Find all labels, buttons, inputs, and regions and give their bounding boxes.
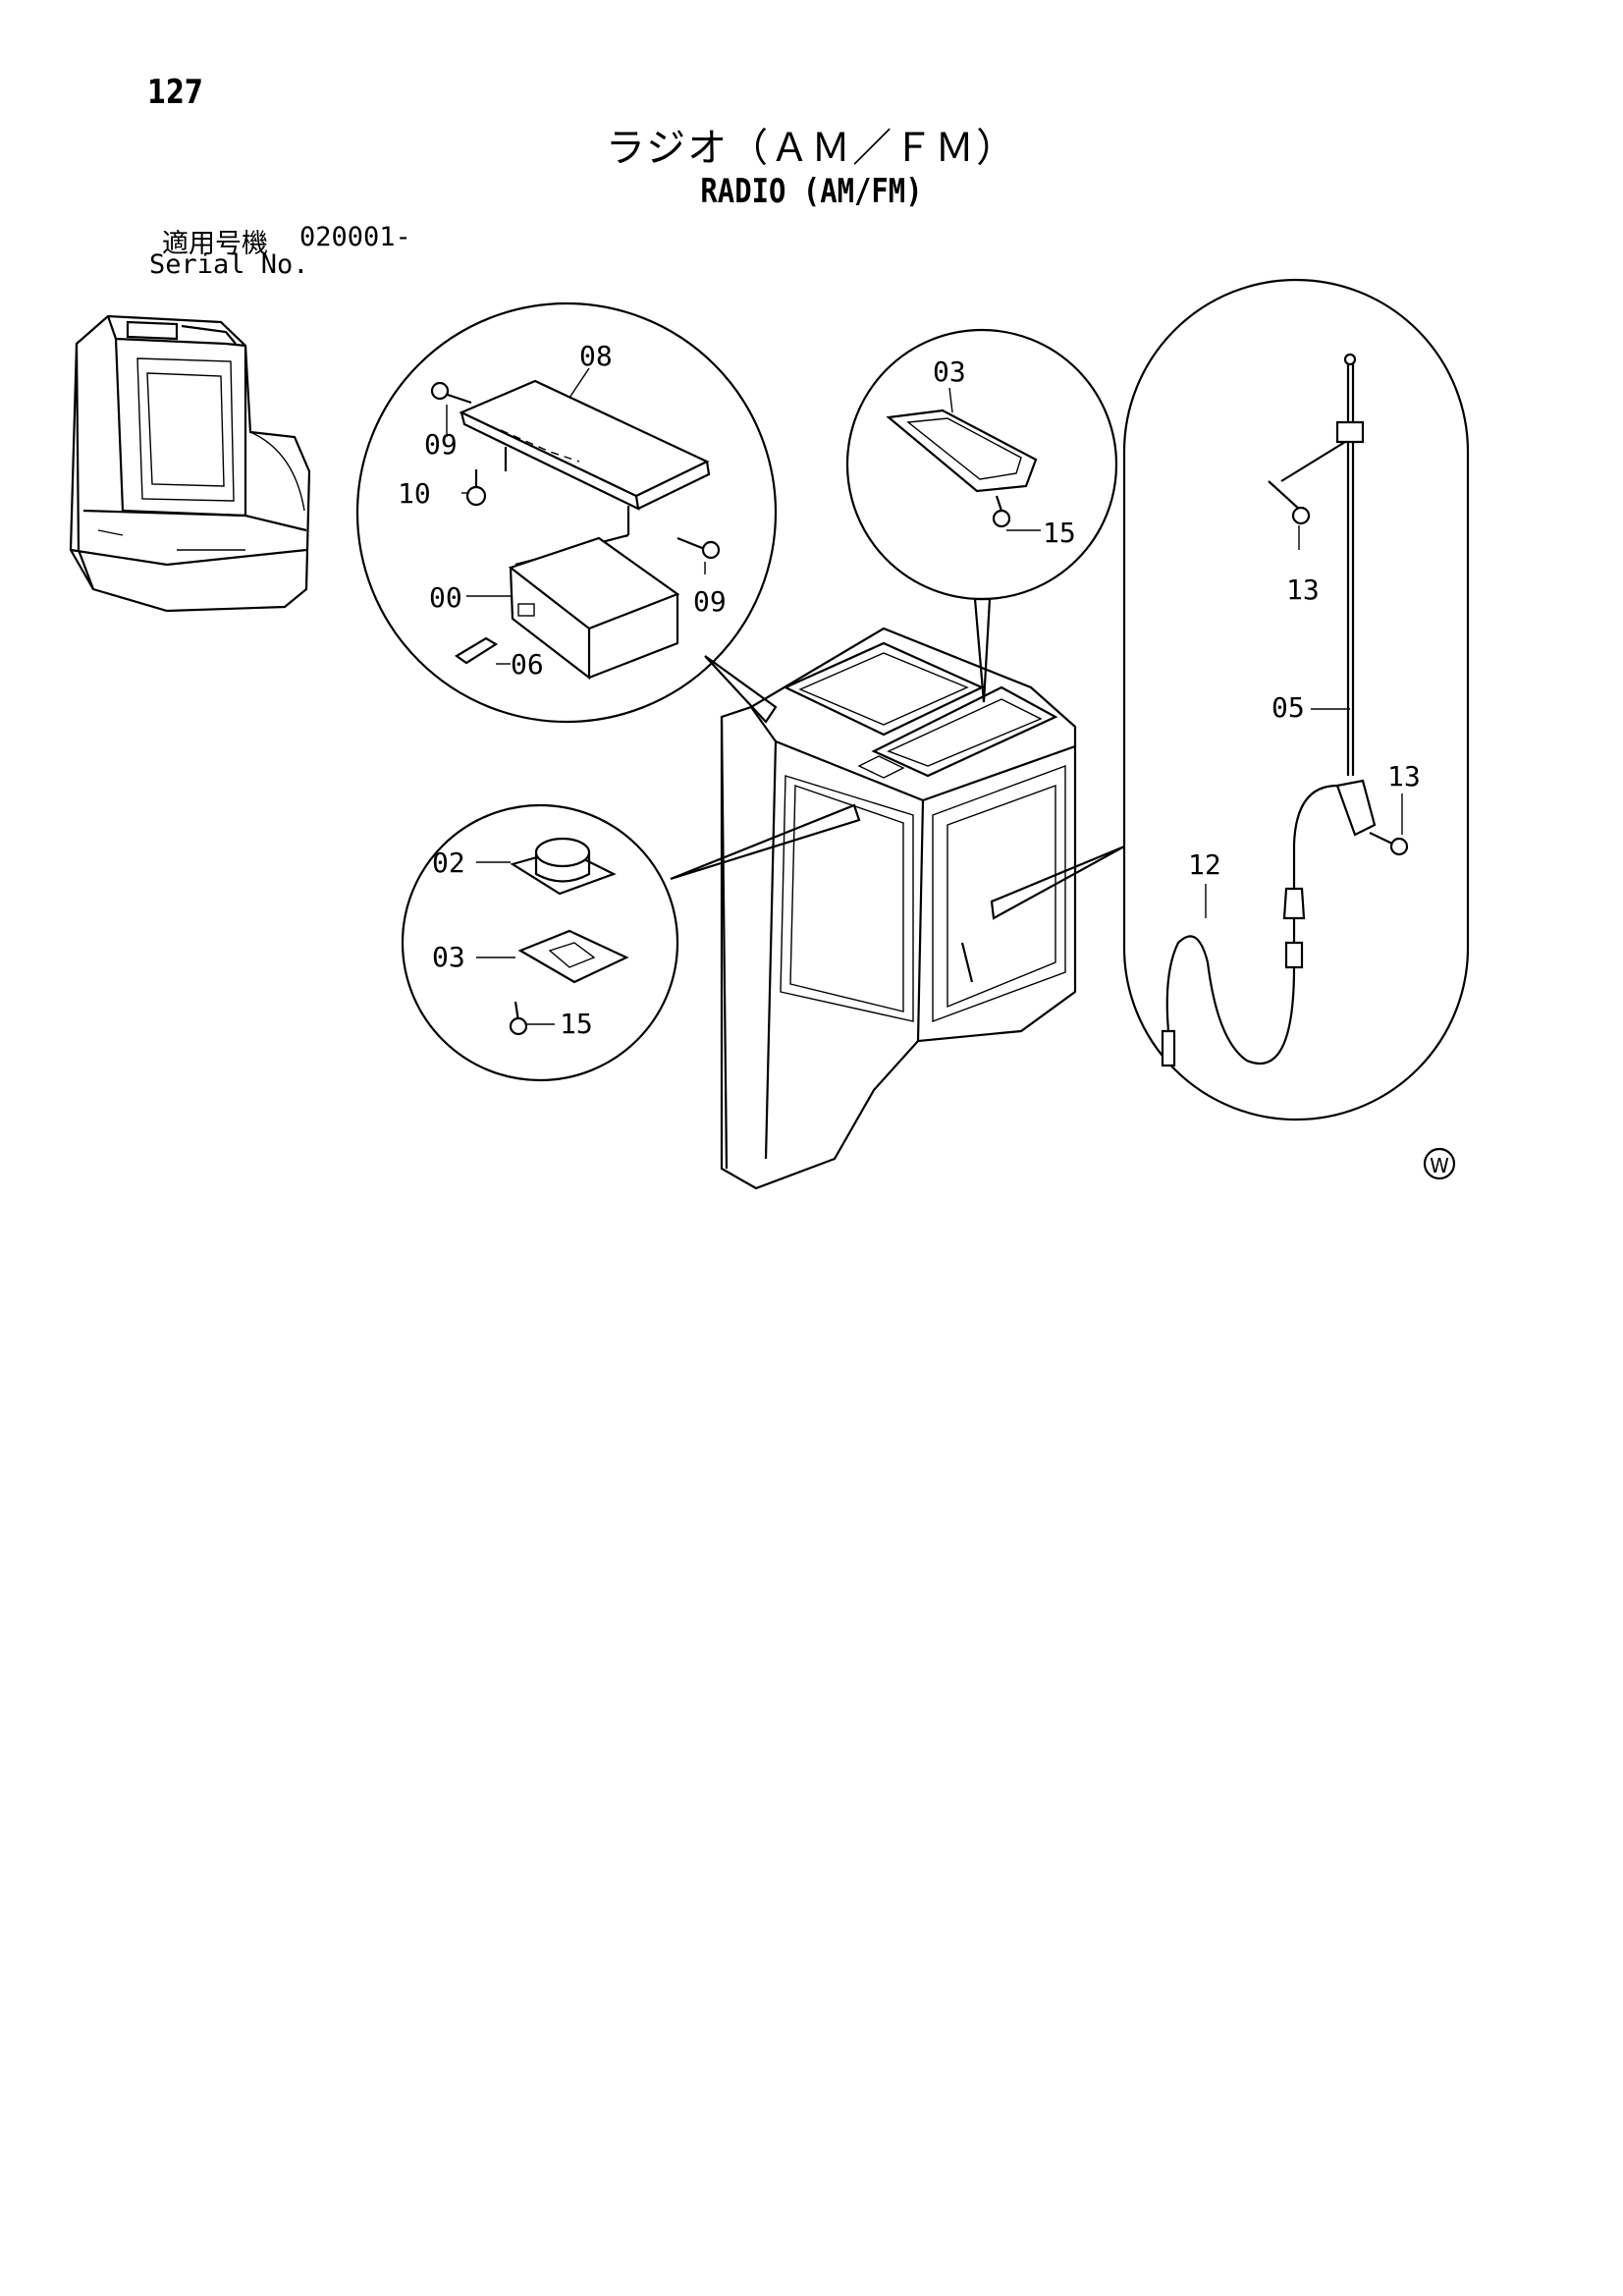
connector-radio bbox=[704, 655, 778, 724]
callout-03-top: 03 bbox=[933, 355, 966, 388]
callout-09-top: 09 bbox=[424, 428, 458, 461]
antenna-detail bbox=[1122, 278, 1470, 1121]
serial-label-english: Serial No. bbox=[149, 249, 309, 280]
callout-09-bottom: 09 bbox=[693, 585, 727, 618]
callout-02: 02 bbox=[432, 847, 465, 879]
title-japanese: ラジオ（ＡＭ／ＦＭ） bbox=[605, 126, 1018, 171]
callout-15-top: 15 bbox=[1043, 517, 1076, 549]
mark-letter: W bbox=[1430, 1154, 1449, 1177]
callout-13-bottom: 13 bbox=[1387, 760, 1421, 793]
cover-detail bbox=[845, 328, 1118, 601]
cab-overview-illustration bbox=[69, 314, 311, 613]
callout-08: 08 bbox=[579, 340, 613, 372]
callout-12: 12 bbox=[1188, 848, 1221, 881]
callout-15-bottom: 15 bbox=[560, 1008, 593, 1040]
serial-number-value: 020001- bbox=[299, 222, 411, 252]
callout-05: 05 bbox=[1271, 691, 1305, 724]
connector-cover bbox=[973, 597, 992, 703]
radio-unit-detail bbox=[355, 301, 778, 724]
circled-w-mark: W bbox=[1423, 1147, 1456, 1180]
speaker-detail bbox=[401, 803, 679, 1082]
callout-00: 00 bbox=[429, 581, 462, 614]
serial-label-japanese: 適用号機 bbox=[162, 229, 268, 259]
callout-10: 10 bbox=[398, 477, 431, 510]
callout-03-bottom: 03 bbox=[432, 941, 465, 973]
main-cab-illustration bbox=[720, 627, 1077, 1190]
callout-06: 06 bbox=[511, 648, 544, 681]
connector-antenna bbox=[990, 845, 1125, 920]
title-english: RADIO (AM/FM) bbox=[700, 172, 923, 211]
callout-13-top: 13 bbox=[1286, 574, 1320, 606]
page-number: 127 bbox=[147, 73, 203, 112]
connector-speaker bbox=[670, 803, 861, 881]
